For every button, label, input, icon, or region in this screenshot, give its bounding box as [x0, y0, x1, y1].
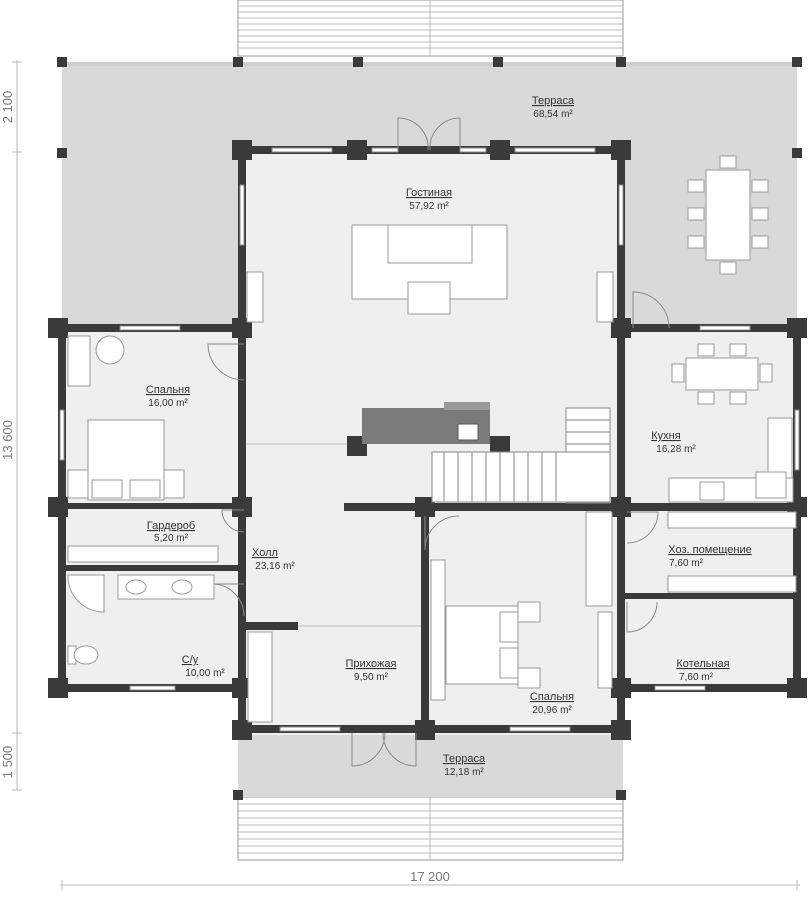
room-name-wardrobe: Гардероб	[147, 520, 195, 532]
room-area-bedroom-main: 20,96 m²	[532, 705, 572, 716]
room-name-bedroom-left: Спальня	[146, 384, 190, 396]
terrace-bottom-area	[238, 733, 623, 797]
fireplace	[362, 402, 490, 444]
dimension-left-top: 2 100	[0, 91, 15, 124]
room-area-hall: 23,16 m²	[255, 561, 295, 572]
room-name-entrance: Прихожая	[346, 658, 397, 670]
room-area-kitchen: 16,28 m²	[656, 444, 696, 455]
room-name-boiler: Котельная	[676, 658, 729, 670]
top-steps	[237, 0, 624, 57]
terrace-top-area	[62, 62, 797, 328]
windows	[59, 147, 800, 732]
room-name-kitchen: Кухня	[651, 430, 680, 442]
room-area-utility: 7,60 m²	[669, 558, 704, 569]
room-name-hall: Холл	[252, 547, 278, 559]
room-area-wardrobe: 5,20 m²	[154, 533, 189, 544]
dimension-lines	[12, 60, 800, 890]
room-name-terrace-top: Терраса	[532, 95, 575, 107]
room-area-bathroom: 10,00 m²	[185, 668, 225, 679]
room-area-terrace-bottom: 12,18 m²	[444, 767, 484, 778]
room-area-bedroom-left: 16,00 m²	[148, 398, 188, 409]
dimension-left-bottom: 1 500	[0, 746, 15, 779]
room-name-living: Гостиная	[406, 187, 452, 199]
bottom-steps	[237, 796, 624, 861]
stair	[431, 407, 611, 504]
room-area-terrace-top: 68,54 m²	[533, 109, 573, 120]
dimension-left-middle: 13 600	[0, 420, 15, 460]
room-name-terrace-bottom: Терраса	[443, 753, 486, 765]
room-name-utility: Хоз. помещение	[668, 544, 752, 556]
dimension-bottom-total: 17 200	[410, 869, 450, 884]
walls	[48, 57, 807, 800]
room-area-entrance: 9,50 m²	[354, 672, 389, 683]
doors	[207, 117, 670, 767]
room-name-bathroom: С/у	[182, 654, 199, 666]
furniture	[67, 155, 797, 723]
room-name-bedroom-main: Спальня	[530, 691, 574, 703]
room-area-boiler: 7,60 m²	[679, 672, 714, 683]
room-area-living: 57,92 m²	[409, 201, 449, 212]
